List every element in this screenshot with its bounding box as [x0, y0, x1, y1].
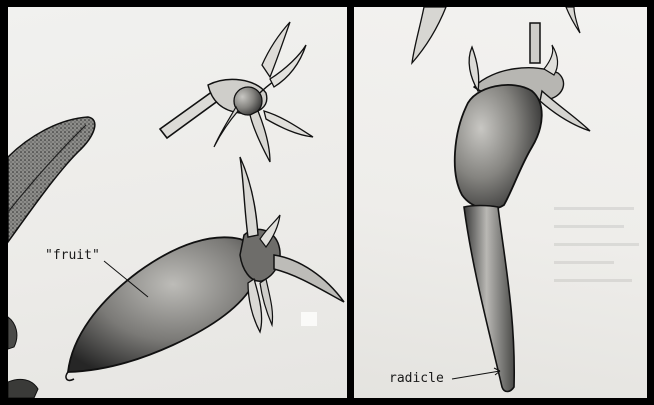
radicle-label: radicle [389, 371, 444, 386]
radicle-leader-line [452, 371, 500, 379]
fruit-shape [66, 157, 344, 380]
paper-patch [301, 312, 317, 326]
right-illustration-panel: radicle [354, 7, 647, 398]
leaf-fragment-right [566, 7, 580, 33]
seed-body-shape [455, 85, 542, 209]
radicle-shape [464, 206, 514, 392]
stem-shape [530, 23, 540, 63]
fruit-label: "fruit" [45, 248, 100, 263]
leaf-fragment-left [412, 7, 446, 63]
upper-calyx-shape [160, 22, 313, 162]
right-illustration [354, 7, 647, 398]
leaf-shape [8, 117, 95, 242]
left-illustration [8, 7, 347, 398]
left-illustration-panel: "fruit" [8, 7, 347, 398]
background-text-shadow [554, 207, 639, 282]
